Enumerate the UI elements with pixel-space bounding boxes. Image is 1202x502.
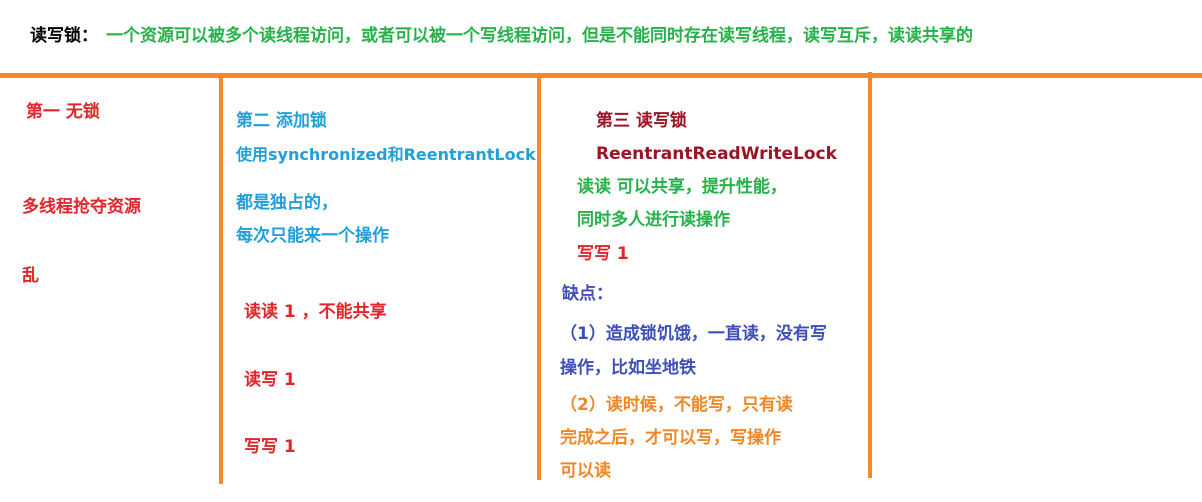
col1-line2: 乱	[22, 266, 39, 286]
col3-cons2-line2: 完成之后，才可以写，写操作	[560, 428, 781, 448]
col3-cons-title: 缺点：	[562, 284, 613, 304]
col3-cons1-line2: 操作，比如坐地铁	[560, 358, 696, 378]
col3-shared2: 同时多人进行读操作	[577, 210, 730, 230]
vertical-divider-1	[219, 76, 223, 484]
col2-usage: 使用synchronized和ReentrantLock	[236, 145, 536, 164]
col2-exclusive1: 都是独占的，	[236, 193, 338, 213]
col2-write-write: 写写 1	[244, 437, 296, 457]
col1-line1: 多线程抢夺资源	[22, 197, 141, 217]
col2-read-read: 读读 1 ，不能共享	[244, 302, 387, 322]
col3-cons1-line1: （1）造成锁饥饿，一直读，没有写	[560, 324, 827, 344]
col3-cons2-line3: 可以读	[560, 461, 611, 481]
col3-cons2-line1: （2）读时候，不能写，只有读	[560, 395, 793, 415]
vertical-divider-2	[537, 76, 541, 480]
col2-heading: 第二 添加锁	[236, 111, 327, 131]
horizontal-divider	[0, 73, 1202, 78]
title-definition: 一个资源可以被多个读线程访问，或者可以被一个写线程访问，但是不能同时存在读写线程…	[106, 26, 973, 46]
col2-exclusive2: 每次只能来一个操作	[236, 226, 389, 246]
col3-heading: 第三 读写锁	[596, 111, 687, 131]
col3-shared1: 读读 可以共享，提升性能，	[577, 177, 787, 197]
col3-class-name: ReentrantReadWriteLock	[596, 144, 837, 164]
col3-write-write: 写写 1	[577, 244, 629, 264]
col2-read-write: 读写 1	[244, 370, 296, 390]
col1-heading: 第一 无锁	[26, 102, 100, 122]
title-label: 读写锁：	[30, 26, 98, 46]
vertical-divider-3	[868, 72, 872, 478]
